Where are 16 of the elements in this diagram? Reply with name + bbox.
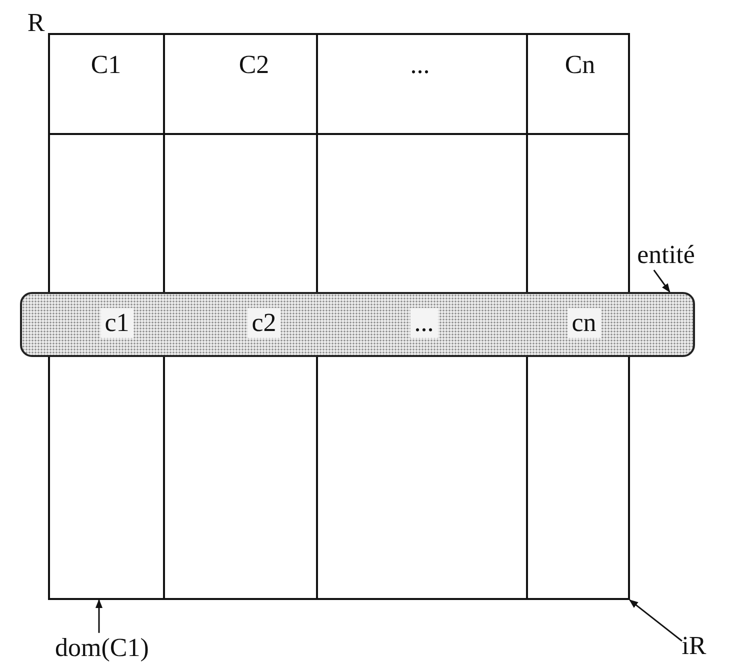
row-value: ... — [410, 308, 438, 338]
column-header: Cn — [564, 50, 596, 80]
leader-arrow — [653, 270, 670, 293]
leader-arrow — [629, 600, 682, 642]
column-header: C1 — [90, 50, 122, 80]
column-header: ... — [410, 50, 430, 80]
row-value: c1 — [100, 308, 134, 338]
annotation-text: iR — [682, 631, 706, 661]
highlighted-row — [20, 292, 695, 357]
row-value: cn — [568, 308, 600, 338]
leader-arrow — [95, 599, 103, 633]
annotation-text: entité — [637, 240, 695, 270]
column-header: C2 — [238, 50, 270, 80]
row-value: c2 — [248, 308, 280, 338]
relation-name: R — [27, 8, 45, 38]
annotation-text: dom(C1) — [55, 633, 149, 663]
